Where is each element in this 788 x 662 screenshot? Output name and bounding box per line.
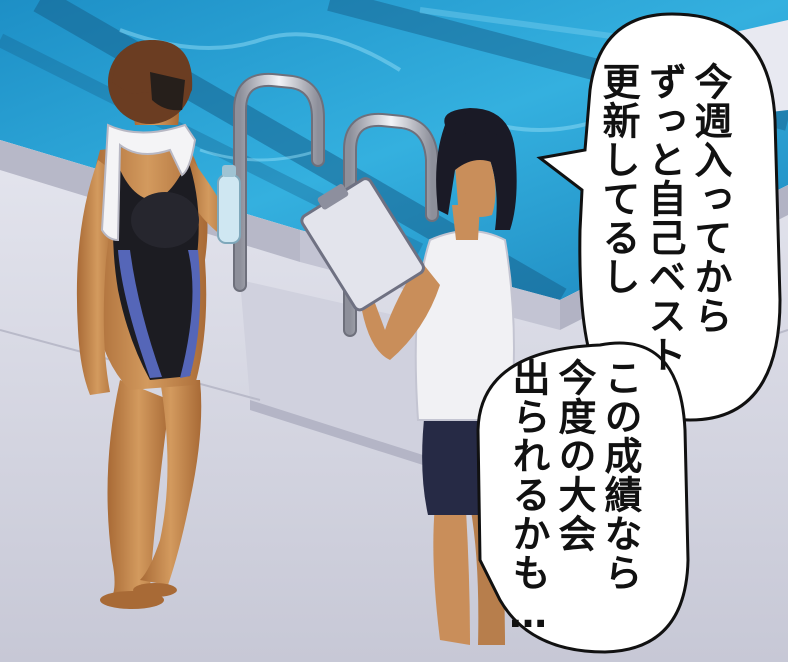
bubble-line: この成績なら	[598, 358, 642, 592]
bubble-line: ずっと自己ベスト	[642, 62, 686, 374]
bubble-line: 今週入ってから	[688, 62, 732, 335]
bubble-line: 更新してるし	[596, 62, 640, 296]
speech-bubble-1-text: 今週入ってから ずっと自己ベスト 更新してるし	[595, 62, 733, 374]
speech-bubble-2-text: この成績なら 今度の大会 出られるかも…	[505, 358, 643, 637]
pool-ladder	[233, 72, 439, 337]
bubble-line: 出られるかも…	[506, 358, 550, 637]
swimmer-character	[76, 40, 241, 609]
bubble-line: 今度の大会	[552, 358, 596, 553]
speech-bubble-2	[476, 341, 690, 654]
